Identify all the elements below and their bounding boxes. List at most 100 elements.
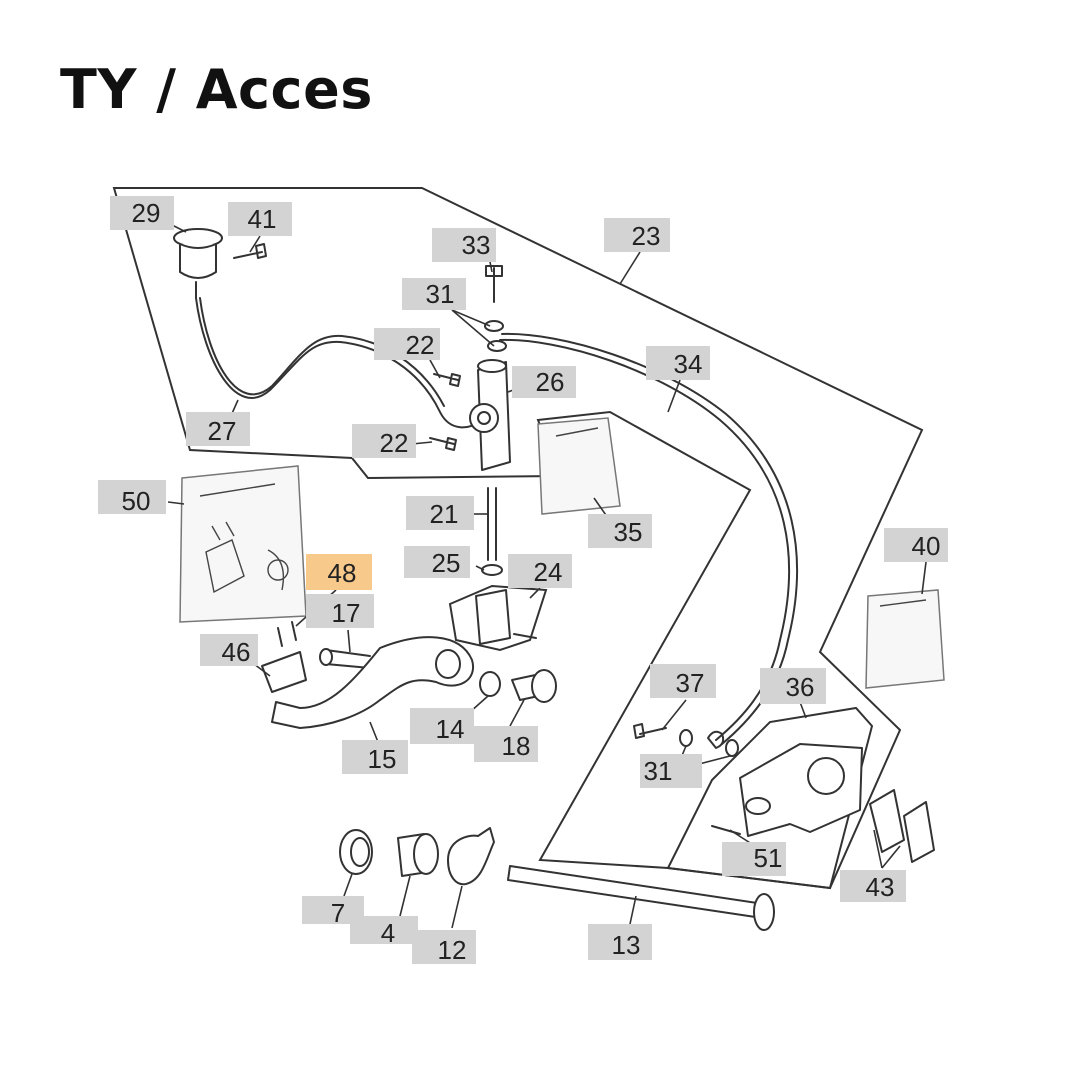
part-screw-41 [233,243,267,259]
part-bushing-14 [479,671,501,697]
label-43-text: 43 [866,872,895,902]
label-17-box [306,594,374,628]
label-31a-box [402,278,466,310]
label-41-text: 41 [248,204,277,234]
label-46-box [200,634,258,666]
label-13: 13 [588,924,652,960]
label-43-box [840,870,906,902]
page-title: TY / Acces [60,58,373,121]
label-29: 29 [110,196,174,230]
label-12-text: 12 [438,935,467,965]
label-41: 41 [228,202,292,236]
label-22a-box [374,328,440,360]
label-51: 51 [722,842,786,876]
label-26-box [512,366,576,398]
group-frame-23 [112,187,924,890]
label-22b: 22 [352,424,416,458]
label-33-box [432,228,496,262]
part-bolt-37 [633,723,667,739]
label-48: 48 [306,554,372,590]
label-17: 17 [306,594,374,628]
bag-50 [179,465,307,623]
part-push-rod-21 [487,487,497,561]
label-15-box [342,740,408,774]
label-33: 33 [432,228,496,262]
label-43: 43 [840,870,906,902]
label-29-text: 29 [132,198,161,228]
label-4-text: 4 [381,918,395,948]
label-12-box [412,930,476,964]
label-29-box [110,196,174,230]
label-15: 15 [342,740,408,774]
label-51-text: 51 [754,843,783,873]
label-22a: 22 [374,328,440,360]
label-25-box [404,546,470,578]
label-33-text: 33 [462,230,491,260]
label-27-box [186,412,250,446]
label-37: 37 [650,664,716,698]
label-40: 40 [884,528,948,562]
label-4-box [350,916,418,944]
label-35: 35 [588,514,652,548]
label-36-text: 36 [786,672,815,702]
part-washer-31a [484,320,504,332]
label-23-text: 23 [632,221,661,251]
label-14-text: 14 [436,714,465,744]
part-footrest-46 [261,651,307,693]
label-37-text: 37 [676,668,705,698]
label-36-box [760,668,826,704]
label-48-box [306,554,372,590]
label-21-box [406,496,474,530]
callout-labels: 29 41 33 23 31 22 26 34 27 22 50 21 35 4… [98,196,948,965]
label-46: 46 [200,634,258,667]
label-21-text: 21 [430,499,459,529]
label-34-text: 34 [674,349,703,379]
leader-lines [165,221,927,929]
label-31b-box [640,754,702,788]
label-25: 25 [404,546,470,578]
label-31b: 31 [640,754,702,788]
label-15-text: 15 [368,744,397,774]
label-50-text: 50 [122,486,151,516]
label-26-text: 26 [536,367,565,397]
label-23-box [604,218,670,252]
label-24-box [508,554,572,588]
label-40-box [884,528,948,562]
part-reservoir-29 [173,228,223,299]
part-cam-12 [447,827,495,886]
label-31a-text: 31 [426,279,455,309]
label-46-text: 46 [222,637,251,667]
part-master-cylinder-26 [469,359,511,471]
label-21: 21 [406,496,474,530]
label-17-text: 17 [332,598,361,628]
part-nut-25 [481,564,503,576]
label-23: 23 [604,218,670,252]
group-frame-36 [666,706,874,890]
part-seal-7 [339,829,373,875]
label-27: 27 [186,412,250,446]
label-4: 4 [350,916,418,948]
label-51-box [722,842,786,876]
label-12: 12 [412,930,476,965]
label-26: 26 [512,366,576,398]
label-37-box [650,664,716,698]
label-50: 50 [98,480,166,516]
label-22a-text: 22 [406,330,435,360]
label-24-text: 24 [534,557,563,587]
label-18: 18 [474,726,538,762]
part-bolt-22b [429,437,457,451]
group-frame-24 [448,584,548,652]
label-18-box [474,726,538,762]
label-22b-text: 22 [380,428,409,458]
label-25-text: 25 [432,548,461,578]
label-13-box [588,924,652,960]
part-brake-pedal-15 [271,636,475,729]
label-34: 34 [646,346,710,380]
part-bolt-33 [485,265,503,303]
label-18-text: 18 [502,731,531,761]
label-31b-text: 31 [644,756,673,786]
part-hose-27 [195,297,483,429]
label-24: 24 [508,554,572,588]
label-41-box [228,202,292,236]
bag-35 [537,417,621,515]
